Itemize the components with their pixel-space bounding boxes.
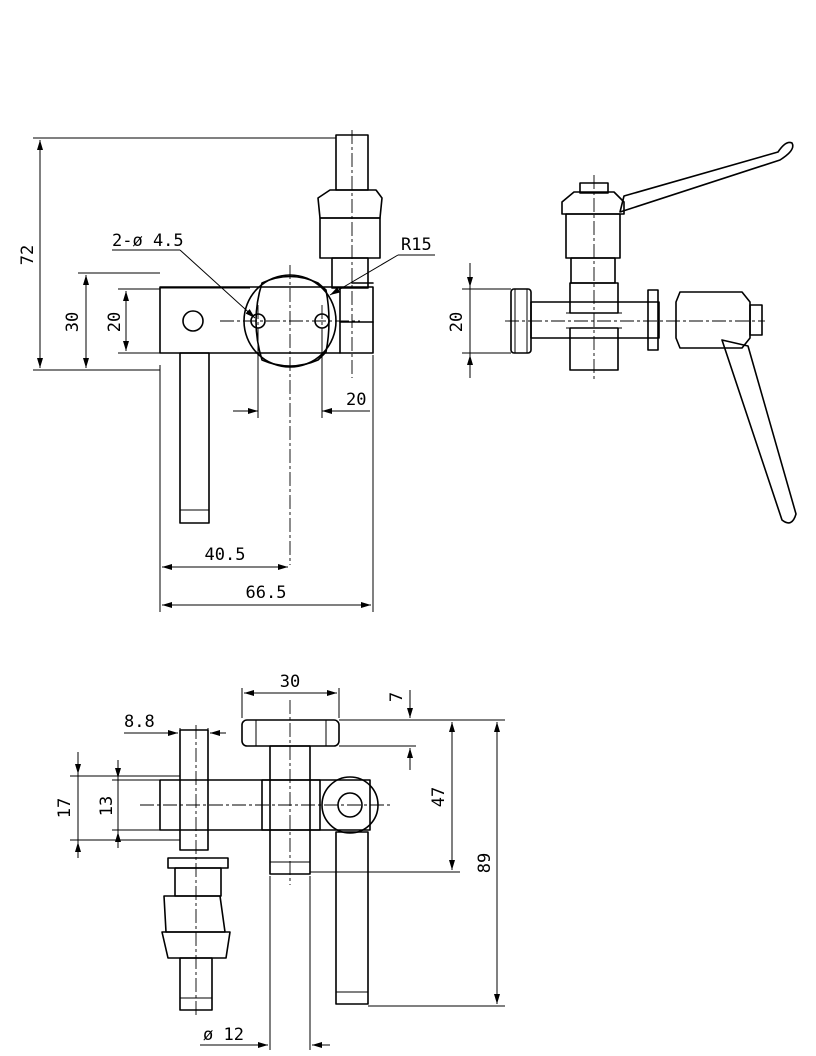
dim-collar-width: 8.8 xyxy=(124,712,155,732)
dim-front-inner-height: 20 xyxy=(105,312,125,332)
dim-knob-thickness: 7 xyxy=(387,692,407,702)
front-view-dimensions: 72 30 20 2-ø 4.5 R15 20 40.5 66.5 xyxy=(18,137,435,612)
dim-bottom-width: 30 xyxy=(280,672,300,692)
dim-holes: 2-ø 4.5 xyxy=(112,231,184,251)
dim-overall-length: 66.5 xyxy=(246,583,287,603)
dim-shaft-diameter: ø 12 xyxy=(203,1025,244,1045)
dim-pin-length: 47 xyxy=(429,787,449,807)
bottom-view-dimensions: 30 7 47 89 8.8 17 13 xyxy=(55,672,505,1050)
bottom-view xyxy=(140,700,390,1015)
dim-hole-spacing: 20 xyxy=(346,390,366,410)
front-view xyxy=(159,130,383,565)
block-hole xyxy=(182,310,204,332)
dim-block-height: 17 xyxy=(55,798,75,818)
dim-block-inner-height: 13 xyxy=(97,796,117,816)
side-view-dimensions: 20 xyxy=(447,263,511,378)
dim-front-height: 30 xyxy=(63,312,83,332)
dim-overall-height: 72 xyxy=(18,245,38,265)
dim-side-height: 20 xyxy=(447,312,467,332)
dim-radius: R15 xyxy=(401,235,432,255)
dim-total-height: 89 xyxy=(475,853,495,873)
side-view xyxy=(505,141,797,524)
dim-center-offset: 40.5 xyxy=(205,545,246,565)
